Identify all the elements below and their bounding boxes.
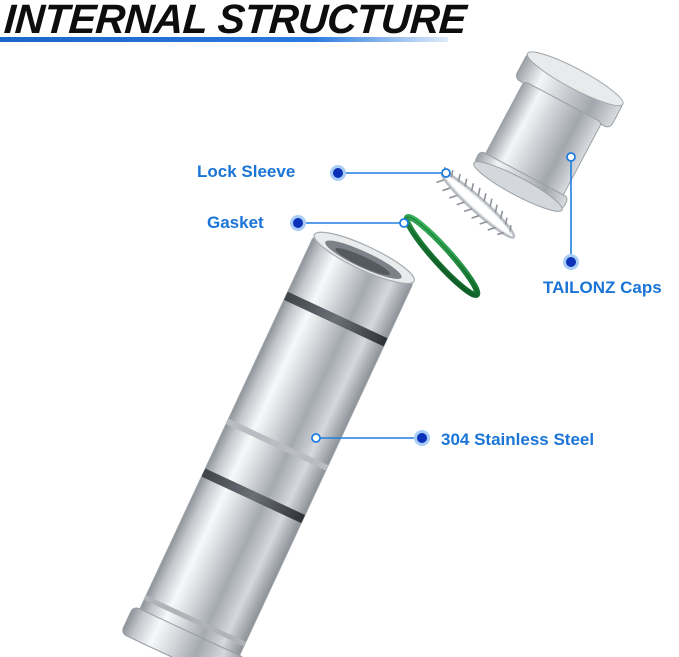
title-underline (0, 37, 448, 42)
body-groove-top (283, 291, 388, 347)
callout-pin-dots (311, 152, 576, 443)
callout-label-steel: 304 Stainless Steel (441, 430, 595, 449)
callout-lines (298, 157, 572, 439)
callout-marker-dots (290, 165, 579, 446)
steel-body (122, 231, 415, 657)
callout-label-gasket: Gasket (207, 213, 264, 232)
callout-label-caps: TAILONZ Caps (543, 278, 662, 297)
body-groove-middle (201, 468, 306, 524)
tailonz-cap (473, 51, 624, 212)
callout-label-lock-sleeve: Lock Sleeve (197, 162, 296, 181)
gasket-ring (403, 213, 481, 299)
